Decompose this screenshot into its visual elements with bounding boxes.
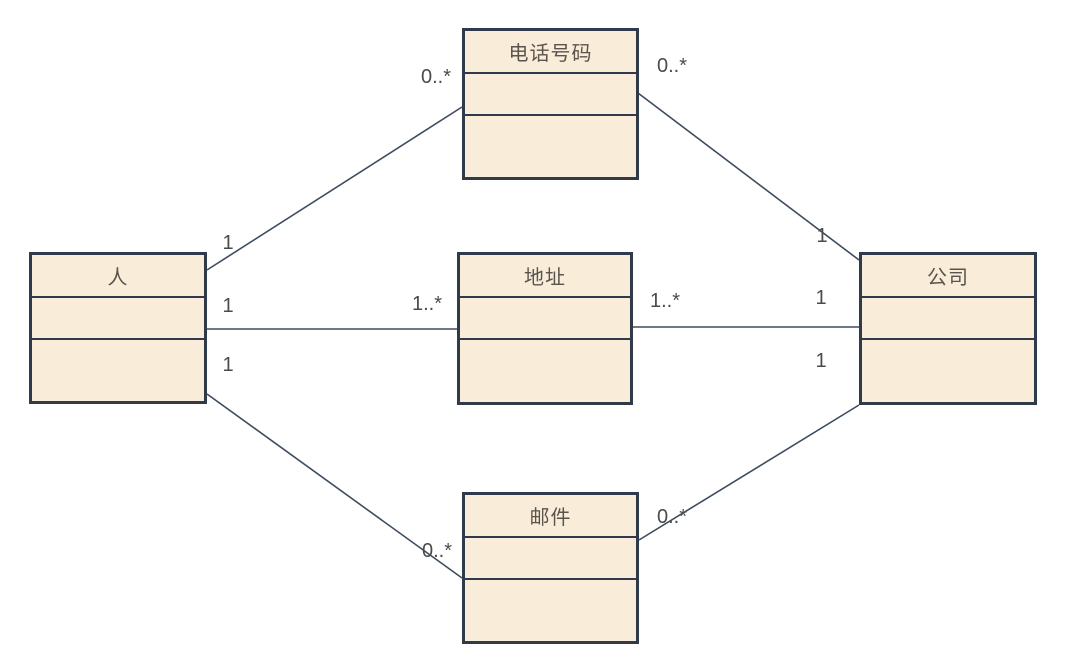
class-node-address: 地址 bbox=[457, 252, 633, 405]
class-node-email: 邮件 bbox=[462, 492, 639, 644]
class-attributes-compartment bbox=[32, 298, 204, 340]
association-line-email-company bbox=[638, 404, 860, 541]
multiplicity-label-person-email-source: 1 bbox=[222, 354, 234, 376]
multiplicity-label-person-address-source: 1 bbox=[222, 295, 234, 317]
class-title-phone: 电话号码 bbox=[465, 31, 636, 74]
class-node-person: 人 bbox=[29, 252, 207, 404]
multiplicity-label-person-email-target: 0..* bbox=[421, 540, 453, 562]
multiplicity-label-email-company-source: 0..* bbox=[656, 506, 688, 528]
class-node-phone: 电话号码 bbox=[462, 28, 639, 180]
class-title-email: 邮件 bbox=[465, 495, 636, 538]
multiplicity-label-phone-company-source: 0..* bbox=[656, 55, 688, 77]
class-attributes-compartment bbox=[465, 74, 636, 116]
class-operations-compartment bbox=[465, 580, 636, 641]
class-operations-compartment bbox=[32, 340, 204, 401]
multiplicity-label-person-address-target: 1..* bbox=[411, 293, 443, 315]
multiplicity-label-address-company-source: 1..* bbox=[649, 290, 681, 312]
class-operations-compartment bbox=[465, 116, 636, 177]
class-attributes-compartment bbox=[460, 298, 630, 340]
class-node-company: 公司 bbox=[859, 252, 1037, 405]
class-title-address: 地址 bbox=[460, 255, 630, 298]
multiplicity-label-address-company-target: 1 bbox=[815, 287, 827, 309]
multiplicity-label-person-phone-source: 1 bbox=[222, 232, 234, 254]
multiplicity-label-phone-company-target: 1 bbox=[816, 225, 828, 247]
multiplicity-label-person-phone-target: 0..* bbox=[420, 66, 452, 88]
class-title-person: 人 bbox=[32, 255, 204, 298]
association-line-phone-company bbox=[637, 92, 860, 261]
association-line-person-email bbox=[206, 393, 463, 579]
class-operations-compartment bbox=[460, 340, 630, 402]
class-attributes-compartment bbox=[465, 538, 636, 580]
class-operations-compartment bbox=[862, 340, 1034, 402]
association-line-person-phone bbox=[206, 106, 463, 271]
class-attributes-compartment bbox=[862, 298, 1034, 340]
class-title-company: 公司 bbox=[862, 255, 1034, 298]
multiplicity-label-email-company-target: 1 bbox=[815, 350, 827, 372]
